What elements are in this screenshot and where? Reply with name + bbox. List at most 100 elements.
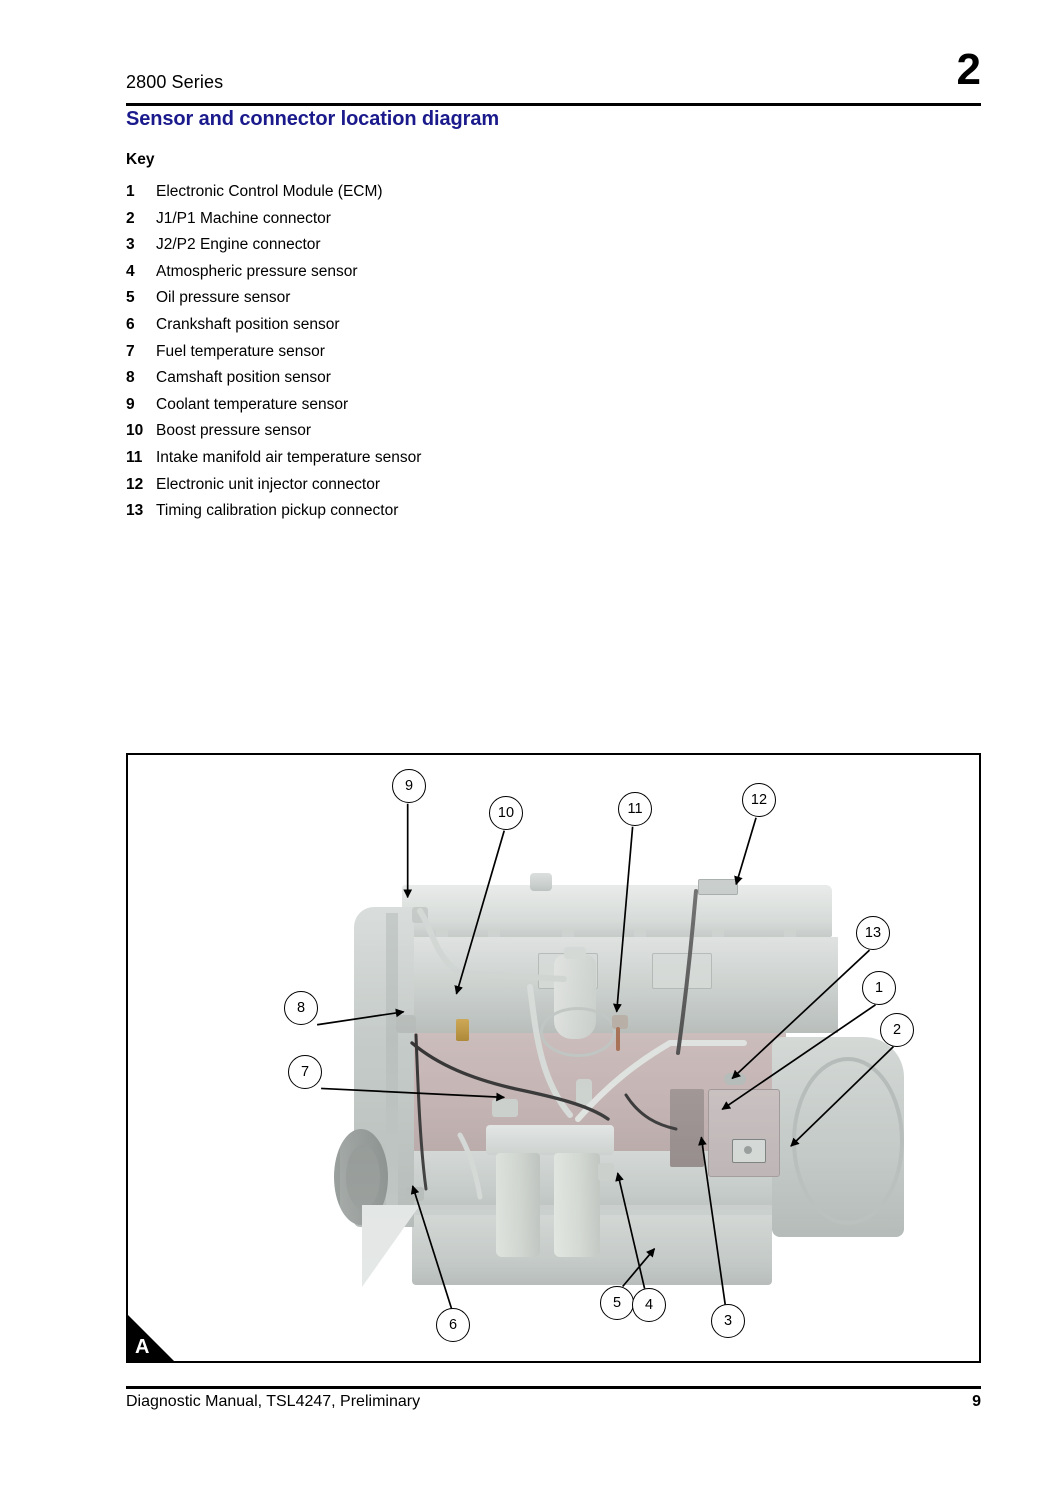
header-divider <box>126 103 981 106</box>
callout-5[interactable]: 5 <box>600 1286 634 1320</box>
corner-triangle <box>128 1315 174 1361</box>
key-item: 4 Atmospheric pressure sensor <box>126 263 646 290</box>
figure-box: 9 10 11 12 13 1 2 8 7 6 5 4 3 A <box>126 753 981 1363</box>
key-item-label: Electronic Control Module (ECM) <box>156 183 383 200</box>
footer-page-number: 9 <box>972 1393 981 1410</box>
figure-corner-marker: A <box>128 1315 174 1361</box>
callout-3[interactable]: 3 <box>711 1304 745 1338</box>
engine-photograph <box>334 867 908 1297</box>
eui-connector-pad <box>698 879 738 895</box>
intake-air-temp-sensor-lead <box>616 1027 620 1051</box>
callout-6[interactable]: 6 <box>436 1308 470 1342</box>
atmospheric-pressure-sensor <box>598 1163 614 1181</box>
callout-10[interactable]: 10 <box>489 796 523 830</box>
coolant-housing-flange <box>540 1007 616 1057</box>
key-item-number: 11 <box>126 448 143 466</box>
figure-content: 9 10 11 12 13 1 2 8 7 6 5 4 3 A <box>128 755 979 1361</box>
key-item-number: 7 <box>126 342 135 360</box>
callout-7[interactable]: 7 <box>288 1055 322 1089</box>
callout-label: 9 <box>404 778 414 794</box>
key-item-number: 1 <box>126 183 135 200</box>
figure-label-a: A <box>135 1336 150 1358</box>
oil-filter-canister <box>496 1153 540 1257</box>
key-item-label: Oil pressure sensor <box>156 289 291 307</box>
coolant-housing-cap <box>564 947 586 959</box>
callout-1[interactable]: 1 <box>862 971 896 1005</box>
callout-label: 8 <box>296 1000 306 1016</box>
key-item-label: J2/P2 Engine connector <box>156 236 321 254</box>
key-item-label: Atmospheric pressure sensor <box>156 262 358 280</box>
key-item-number: 9 <box>126 395 135 413</box>
callout-13[interactable]: 13 <box>856 916 890 950</box>
key-item-label: Crankshaft position sensor <box>156 315 340 333</box>
oil-pressure-sensor <box>576 1079 592 1105</box>
callout-label: 13 <box>864 925 882 941</box>
page-title: Sensor and connector location diagram <box>126 108 500 130</box>
key-item-label: Intake manifold air temperature sensor <box>156 448 422 466</box>
callout-label: 10 <box>497 805 515 821</box>
key-item: 13 Timing calibration pickup connector <box>126 502 646 529</box>
fuel-filter-canister <box>554 1153 600 1257</box>
key-item-number: 12 <box>126 475 144 493</box>
key-item-number: 3 <box>126 236 135 254</box>
key-item: 6 Crankshaft position sensor <box>126 316 646 343</box>
intake-air-temp-sensor <box>612 1015 628 1029</box>
key-item: 12 Electronic unit injector connector <box>126 476 646 503</box>
filter-head-manifold <box>486 1125 614 1155</box>
callout-label: 7 <box>300 1064 310 1080</box>
key-item-label: Coolant temperature sensor <box>156 395 349 413</box>
callout-8[interactable]: 8 <box>284 991 318 1025</box>
j1-p1-machine-connector <box>732 1139 766 1163</box>
callout-9[interactable]: 9 <box>392 769 426 803</box>
chapter-number: 2 <box>956 45 981 94</box>
callout-12[interactable]: 12 <box>742 783 776 817</box>
callout-label: 1 <box>874 980 884 996</box>
key-item: 7 Fuel temperature sensor <box>126 343 646 370</box>
connector-pin-pattern <box>744 1146 752 1154</box>
oil-filler-cap <box>530 873 552 891</box>
key-heading: Key <box>126 151 155 168</box>
callout-label: 3 <box>723 1313 733 1329</box>
callout-11[interactable]: 11 <box>618 792 652 826</box>
key-item-number: 2 <box>126 209 135 227</box>
key-item-number: 13 <box>126 502 144 520</box>
key-item-label: Camshaft position sensor <box>156 369 331 387</box>
callout-label: 5 <box>612 1295 622 1311</box>
key-item: 1 Electronic Control Module (ECM) <box>126 183 646 210</box>
footer-divider <box>126 1386 981 1389</box>
key-item: 2 J1/P1 Machine connector <box>126 210 646 237</box>
head-cover-plate <box>652 953 712 989</box>
key-item-label: Boost pressure sensor <box>156 422 312 440</box>
key-item-number: 8 <box>126 369 135 387</box>
boost-pressure-sensor <box>456 1019 469 1041</box>
callout-2[interactable]: 2 <box>880 1013 914 1047</box>
page-header: 2800 Series 2 <box>126 48 981 112</box>
front-housing-flange <box>386 913 398 1213</box>
key-item: 9 Coolant temperature sensor <box>126 396 646 423</box>
key-item-number: 4 <box>126 262 135 280</box>
callout-label: 4 <box>644 1297 654 1313</box>
callout-label: 6 <box>448 1317 458 1333</box>
footer-document-title: Diagnostic Manual, TSL4247, Preliminary <box>126 1393 421 1410</box>
key-item-number: 6 <box>126 315 135 333</box>
key-item-label: Timing calibration pickup connector <box>156 502 399 520</box>
key-item-label: Fuel temperature sensor <box>156 342 325 360</box>
key-item: 10 Boost pressure sensor <box>126 422 646 449</box>
key-item: 5 Oil pressure sensor <box>126 289 646 316</box>
key-item: 3 J2/P2 Engine connector <box>126 236 646 263</box>
fuel-temperature-sensor <box>492 1099 518 1117</box>
header-series-title: 2800 Series <box>126 72 224 92</box>
key-item-label: Electronic unit injector connector <box>156 475 381 493</box>
callout-label: 2 <box>892 1022 902 1038</box>
callout-label: 12 <box>750 792 768 808</box>
key-list: 1 Electronic Control Module (ECM) 2 J1/P… <box>126 183 646 529</box>
callout-4[interactable]: 4 <box>632 1288 666 1322</box>
key-item: 11 Intake manifold air temperature senso… <box>126 449 646 476</box>
crankshaft-pulley-inner <box>346 1145 380 1209</box>
engine-mounting-bracket <box>362 1205 420 1287</box>
callout-label: 11 <box>627 801 643 817</box>
key-item-number: 5 <box>126 289 135 307</box>
engine-harness-overlay <box>410 889 747 1200</box>
key-item-number: 10 <box>126 422 144 440</box>
